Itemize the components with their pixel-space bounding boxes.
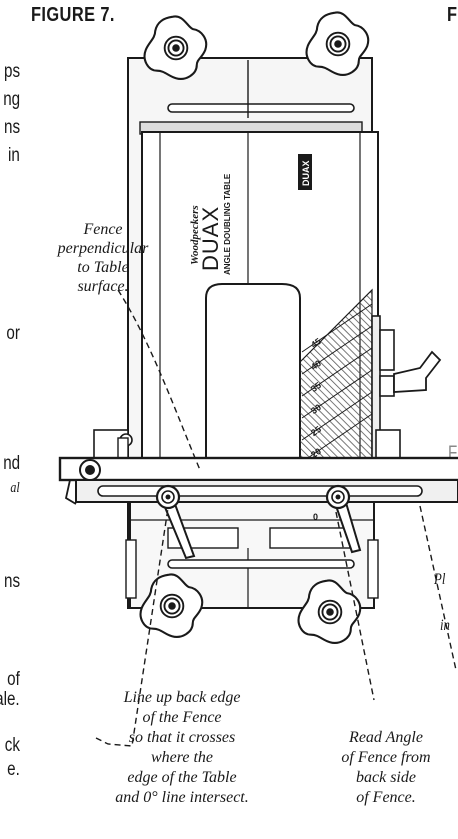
left-text-fragment: ns xyxy=(3,117,20,138)
svg-text:ANGLE DOUBLING TABLE: ANGLE DOUBLING TABLE xyxy=(223,173,232,275)
left-text-fragment: e. xyxy=(7,759,20,780)
rail-slot xyxy=(97,485,423,497)
left-text-fragment: nd xyxy=(3,453,20,474)
leader-line-up xyxy=(95,507,169,747)
leader-fence-perpendicular xyxy=(117,289,201,471)
figure-title-right-fragment: F xyxy=(447,4,458,26)
left-text-fragment: ps xyxy=(3,61,20,82)
right-text-fragment: in xyxy=(440,617,450,634)
left-text-fragment: ck xyxy=(4,735,20,756)
scale-tick xyxy=(301,391,373,441)
knob-top-right xyxy=(305,11,370,76)
left-text-fragment: in xyxy=(8,145,20,166)
scale-tick xyxy=(301,325,373,375)
left-text-fragment: ng xyxy=(3,89,20,110)
adjustment-slot xyxy=(167,103,355,113)
scale-tick xyxy=(301,369,373,419)
leader-right xyxy=(419,505,457,671)
clamp-lever xyxy=(393,350,442,393)
left-text-fragment: or xyxy=(6,323,20,344)
right-text-fragment: Pl xyxy=(434,571,446,588)
leader-read-angle xyxy=(335,511,375,701)
left-text-fragment: of xyxy=(7,669,20,690)
svg-text:Woodpeckers: Woodpeckers xyxy=(189,205,201,265)
scale-tick xyxy=(301,303,373,353)
zero-degree-mark: 0 xyxy=(313,512,319,522)
left-text-fragment: ale. xyxy=(0,689,20,710)
figure-title: FIGURE 7. xyxy=(31,4,115,26)
side-badge: DUAX xyxy=(298,154,312,190)
brand-label: Woodpeckers DUAX ANGLE DOUBLING TABLE xyxy=(189,173,232,275)
scale-tick xyxy=(301,413,373,463)
lock-lever-right xyxy=(325,484,362,554)
right-text-fragment: F xyxy=(448,443,458,464)
scale-tick xyxy=(301,347,373,397)
callout-line-up: Line up back edge of the Fence so that i… xyxy=(115,689,249,806)
main-rail xyxy=(58,456,458,482)
center-cutout xyxy=(205,283,301,465)
svg-text:DUAX: DUAX xyxy=(198,206,223,271)
callout-read-angle: Read Angle of Fence from back side of Fe… xyxy=(341,729,431,806)
left-text-fragment: al xyxy=(10,480,20,496)
lock-lever-left xyxy=(155,484,196,560)
svg-text:DUAX: DUAX xyxy=(301,160,311,186)
left-text-fragment: ns xyxy=(3,571,20,592)
callout-fence-perpendicular: Fence perpendicular to Table surface. xyxy=(57,221,149,295)
knob-top-left xyxy=(143,15,208,80)
